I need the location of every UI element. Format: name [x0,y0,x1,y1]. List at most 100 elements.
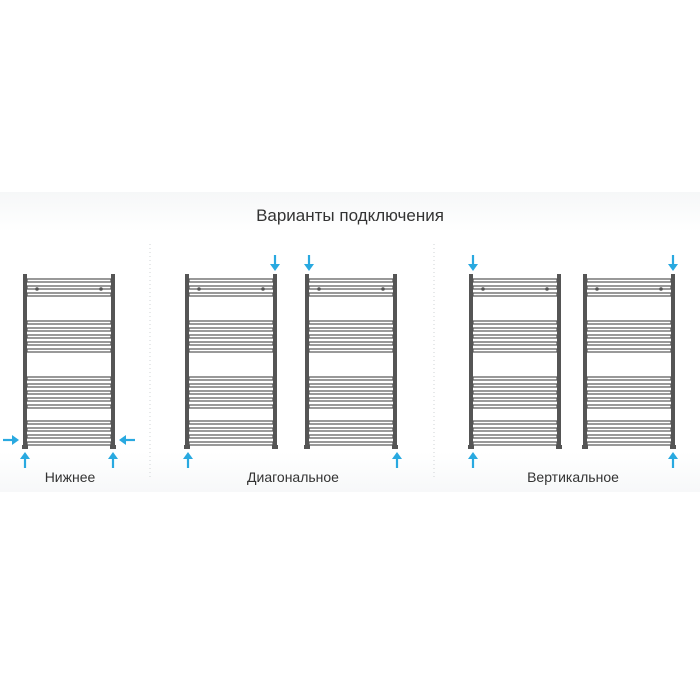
rail-crossbar [472,278,558,283]
rail-right-post [671,274,675,447]
rail-crossbar [188,334,274,339]
rail-crossbar [26,390,112,395]
arrow-down-icon [468,255,478,271]
rail-crossbar [26,341,112,346]
rail-foot [392,445,398,449]
rail-right-post [393,274,397,447]
rail-crossbar [188,383,274,388]
section-dividers [149,244,435,480]
rail-crossbar [308,397,394,402]
rail-crossbar [586,441,672,446]
mount-dot [35,287,39,291]
variant-label-diagonal: Диагональное [247,469,339,485]
rail-crossbar [188,278,274,283]
rail-crossbar [586,420,672,425]
rail-crossbar [26,278,112,283]
rail-crossbar [26,397,112,402]
rail-crossbar [586,285,672,290]
rail-crossbar [188,320,274,325]
rail-crossbar [26,420,112,425]
rail-crossbar [308,341,394,346]
rail-crossbar [586,427,672,432]
rail-crossbar [26,327,112,332]
rail-crossbar [472,334,558,339]
arrow-up-icon [392,452,402,468]
towel-rail [468,274,562,449]
rail-crossbar [472,397,558,402]
rail-crossbar [308,390,394,395]
rail-crossbar [472,320,558,325]
towel-rail [22,274,116,449]
variant-label-vertical: Вертикальное [527,469,619,485]
rail-crossbar [586,334,672,339]
rail-crossbar [586,383,672,388]
rail-crossbar [308,278,394,283]
rail-crossbar [472,341,558,346]
rail-crossbar [586,348,672,353]
arrow-left-icon [119,435,135,445]
rail-crossbar [188,427,274,432]
rail-crossbar [586,327,672,332]
rail-foot [110,445,116,449]
mount-dot [595,287,599,291]
rail-crossbar [472,285,558,290]
rail-crossbar [586,376,672,381]
rail-left-post [469,274,473,447]
rail-crossbar [472,348,558,353]
rail-foot [670,445,676,449]
rail-crossbar [586,404,672,409]
rail-crossbar [26,434,112,439]
mount-dot [317,287,321,291]
rail-crossbar [472,327,558,332]
rail-crossbar [308,334,394,339]
rail-crossbar [308,285,394,290]
arrow-up-icon [183,452,193,468]
rail-crossbar [586,434,672,439]
rail-foot [272,445,278,449]
rail-crossbar [188,441,274,446]
rail-crossbar [472,376,558,381]
rail-crossbar [308,427,394,432]
rail-crossbar [26,334,112,339]
mount-dot [261,287,265,291]
mount-dot [99,287,103,291]
mount-dot [381,287,385,291]
variant-label-bottom: Нижнее [44,469,96,485]
rail-crossbar [188,327,274,332]
page-title: Варианты подключения [256,206,444,225]
rail-right-post [273,274,277,447]
rail-crossbar [308,376,394,381]
rail-foot [556,445,562,449]
rail-crossbar [188,292,274,297]
rail-left-post [583,274,587,447]
rail-crossbar [26,441,112,446]
rail-crossbar [26,427,112,432]
arrow-up-icon [468,452,478,468]
rail-crossbar [472,383,558,388]
rail-crossbar [586,390,672,395]
mount-dot [481,287,485,291]
rail-crossbar [308,292,394,297]
rail-foot [304,445,310,449]
rail-crossbar [308,434,394,439]
rail-crossbar [26,376,112,381]
rail-left-post [23,274,27,447]
rail-crossbar [188,420,274,425]
rail-crossbar [586,292,672,297]
rail-crossbar [188,341,274,346]
rail-foot [22,445,28,449]
rail-crossbar [472,420,558,425]
rail-crossbar [26,285,112,290]
towel-rail [304,274,398,449]
mount-dot [659,287,663,291]
rail-crossbar [308,383,394,388]
rail-crossbar [472,390,558,395]
rail-foot [582,445,588,449]
arrow-up-icon [20,452,30,468]
rail-crossbar [472,441,558,446]
mount-dot [197,287,201,291]
rail-crossbar [308,348,394,353]
arrow-right-icon [3,435,19,445]
rail-crossbar [472,404,558,409]
